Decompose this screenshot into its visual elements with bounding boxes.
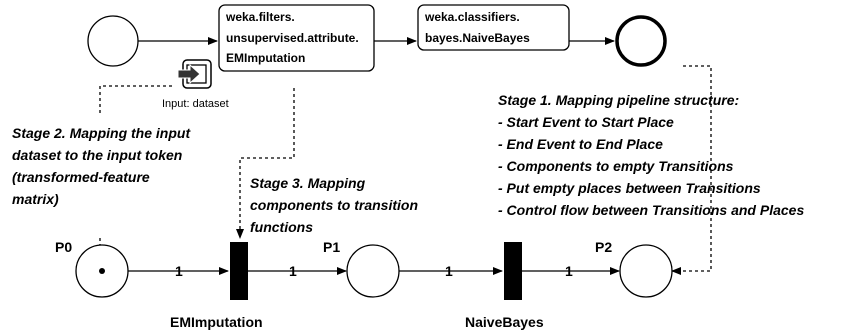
- place-p1: [346, 244, 400, 298]
- stage3-line-1: Stage 3. Mapping: [250, 175, 366, 191]
- stage1-text: Stage 1. Mapping pipeline structure: - S…: [498, 92, 804, 218]
- place-p2: [619, 244, 673, 298]
- stage1-line-6: - Control flow between Transitions and P…: [498, 202, 804, 218]
- transition-naivebayes: [504, 242, 522, 300]
- place-p2-label: P2: [595, 239, 612, 255]
- end-event: [615, 15, 667, 67]
- filter-line-1: weka.filters.: [225, 10, 295, 24]
- stage3-dashed-connector: [236, 88, 295, 239]
- arc-weight-2: 1: [289, 263, 297, 279]
- stage1-line-4: - Components to empty Transitions: [498, 158, 734, 174]
- stage2-text: Stage 2. Mapping the input dataset to th…: [12, 125, 191, 207]
- place-p0-label: P0: [55, 239, 72, 255]
- start-event: [87, 15, 139, 67]
- arc-weight-3: 1: [445, 263, 453, 279]
- classifier-line-1: weka.classifiers.: [424, 10, 520, 24]
- stage2-line-2: dataset to the input token: [12, 147, 182, 163]
- stage3-line-3: functions: [250, 219, 313, 235]
- transition-emimputation-label: EMImputation: [170, 314, 263, 330]
- stage3-text: Stage 3. Mapping components to transitio…: [250, 175, 418, 235]
- transition-naivebayes-label: NaiveBayes: [465, 314, 544, 330]
- stage1-line-1: Stage 1. Mapping pipeline structure:: [498, 92, 739, 108]
- stage1-line-5: - Put empty places between Transitions: [498, 180, 761, 196]
- stage2-line-1: Stage 2. Mapping the input: [12, 125, 191, 141]
- stage2-dashed-connector: [99, 85, 172, 116]
- input-dataset-label: Input: dataset: [162, 98, 229, 110]
- transition-emimputation: [230, 242, 248, 300]
- stage1-line-2: - Start Event to Start Place: [498, 114, 674, 130]
- filter-component-box: [218, 4, 375, 72]
- stage1-line-3: - End Event to End Place: [498, 136, 663, 152]
- input-dataset-icon: [177, 59, 212, 89]
- filter-line-2: unsupervised.attribute.: [226, 31, 359, 45]
- token-dot: [99, 268, 105, 274]
- filter-line-3: EMImputation: [226, 51, 305, 65]
- arc-weight-4: 1: [565, 263, 573, 279]
- classifier-component-box: [417, 4, 570, 51]
- classifier-line-2: bayes.NaiveBayes: [425, 31, 530, 45]
- stage2-line-3: (transformed-feature: [12, 169, 150, 185]
- stage3-line-2: components to transition: [250, 197, 418, 213]
- place-p1-label: P1: [323, 239, 340, 255]
- arc-weight-1: 1: [175, 263, 183, 279]
- stage1-dashed-connector: [671, 65, 712, 275]
- stage2-line-4: matrix): [12, 191, 59, 207]
